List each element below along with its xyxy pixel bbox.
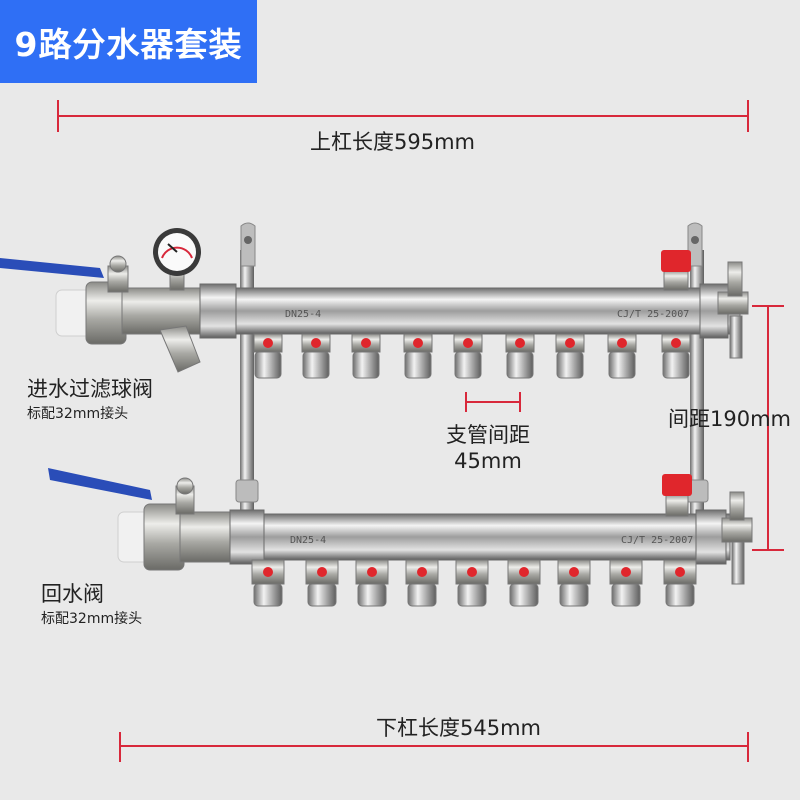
branch-spacing-dimension (465, 392, 521, 412)
bottom-bar-length-label: 下杠长度545mm (376, 716, 541, 740)
bottom-pipe-mark-left: DN25-4 (290, 535, 326, 546)
page-title: 9路分水器套装 (14, 24, 243, 64)
top-manifold: DN25-4 CJ/T 25-2007 (0, 228, 749, 373)
spacing-label: 间距190mm (668, 407, 791, 431)
return-valve-handle (48, 468, 152, 500)
top-branch-outlets (253, 333, 691, 379)
inlet-valve-label: 进水过滤球阀 (27, 377, 153, 401)
branch-spacing-value: 45mm (454, 449, 522, 473)
spacing-dimension (752, 305, 784, 551)
branch-spacing-label: 支管间距 45mm (446, 422, 530, 474)
return-valve-label: 回水阀 (41, 582, 104, 606)
air-vent-valve (661, 250, 691, 272)
top-bar-dimension (57, 100, 749, 132)
top-bar-length-label: 上杠长度595mm (310, 130, 475, 154)
title-badge: 9路分水器套装 (0, 0, 257, 83)
bottom-branch-outlets (251, 559, 697, 607)
inlet-valve-handle (0, 258, 104, 278)
bottom-bar-dimension (119, 732, 749, 762)
bottom-manifold: DN25-4 CJ/T 25-2007 (48, 468, 753, 585)
inlet-fitting-label: 标配32mm接头 (27, 406, 129, 422)
branch-spacing-title: 支管间距 (446, 423, 530, 447)
return-fitting-label: 标配32mm接头 (41, 611, 143, 627)
bottom-pipe-mark-right: CJ/T 25-2007 (621, 535, 693, 546)
mounting-bracket (235, 222, 709, 550)
return-air-vent (662, 474, 692, 496)
top-pipe-mark-left: DN25-4 (285, 309, 321, 320)
top-pipe-mark-right: CJ/T 25-2007 (617, 309, 689, 320)
